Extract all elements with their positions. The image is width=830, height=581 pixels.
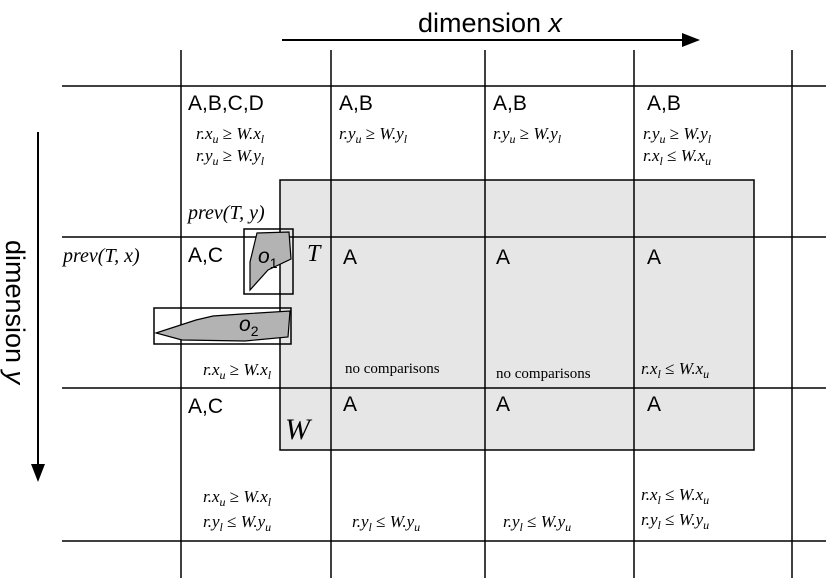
cond-r0c2: r.yu ≥ W.yl xyxy=(493,124,562,146)
x-axis-label: dimension x xyxy=(418,8,564,38)
prev-t-x-label: prev(T, x) xyxy=(61,245,140,267)
cond-r3c0-line1: r.xu ≥ W.xl xyxy=(203,487,272,509)
cell-tag-r0c1: A,B xyxy=(339,92,373,115)
prev-t-y-label: prev(T, y) xyxy=(186,202,265,224)
y-axis-arrow xyxy=(31,132,45,482)
x-axis-arrow xyxy=(282,33,700,47)
cond-r1c0: r.xu ≥ W.xl xyxy=(203,360,272,382)
o2-shape xyxy=(153,310,291,342)
cell-tag-r2c1: A xyxy=(343,393,357,416)
cell-tag-r0c2: A,B xyxy=(493,92,527,115)
o2-label: o2 xyxy=(239,313,259,339)
grid-lines xyxy=(62,50,826,578)
cond-r3c3-line2: r.yl ≤ W.yu xyxy=(641,510,709,532)
cell-tag-r0c3: A,B xyxy=(647,92,681,115)
t-label: T xyxy=(307,241,322,267)
cell-tag-r1c1: A xyxy=(343,246,357,269)
cell-tag-r2c0: A,C xyxy=(188,395,223,418)
cond-r3c2: r.yl ≤ W.yu xyxy=(503,512,571,534)
cond-r1c3: r.xl ≤ W.xu xyxy=(641,359,709,381)
cell-tag-r1c3: A xyxy=(647,246,661,269)
o2-bounding-box xyxy=(153,307,292,345)
cond-r0c3-line2: r.xl ≤ W.xu xyxy=(643,146,711,168)
no-comparisons-c1: no comparisons xyxy=(345,361,440,377)
o1-bounding-box xyxy=(243,228,294,295)
cond-r0c3-line1: r.yu ≥ W.yl xyxy=(643,124,712,146)
cell-tag-r2c2: A xyxy=(496,393,510,416)
cond-r0c1: r.yu ≥ W.yl xyxy=(339,124,408,146)
cell-tag-r2c3: A xyxy=(647,393,661,416)
w-label: W xyxy=(285,413,313,446)
cond-r0c0-line2: r.yu ≥ W.yl xyxy=(196,146,265,168)
o1-shape xyxy=(249,231,292,292)
cond-r3c1: r.yl ≤ W.yu xyxy=(352,512,420,534)
y-axis-label: dimension y xyxy=(0,240,30,386)
cell-tag-r1c0: A,C xyxy=(188,244,223,267)
cell-tag-r1c2: A xyxy=(496,246,510,269)
cond-r0c0-line1: r.xu ≥ W.xl xyxy=(196,124,265,146)
window-w xyxy=(279,179,755,451)
cond-r3c0-line2: r.yl ≤ W.yu xyxy=(203,512,271,534)
o1-label: o1 xyxy=(258,245,278,271)
cond-r3c3-line1: r.xl ≤ W.xu xyxy=(641,485,709,507)
no-comparisons-c2: no comparisons xyxy=(496,366,591,382)
cell-tag-r0c0: A,B,C,D xyxy=(188,92,264,115)
